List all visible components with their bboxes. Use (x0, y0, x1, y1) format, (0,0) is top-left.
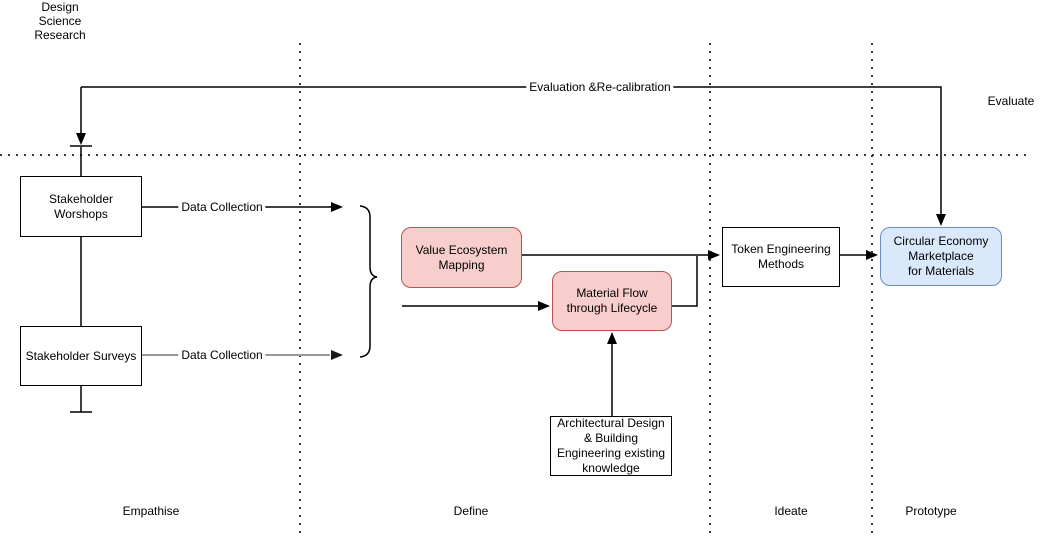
lane-label-ideate: Ideate (774, 504, 808, 518)
arrowhead-into-material-flow (538, 301, 550, 311)
diagram-title: Design Science Research (34, 0, 86, 42)
arrowhead-data-collection-surveys (331, 350, 343, 360)
arrowhead-into-material-flow-bottom (607, 332, 617, 344)
lane-label-define: Define (453, 504, 489, 518)
lane-label-empathise: Empathise (122, 504, 180, 518)
edge-evaluation-feedback (81, 86, 942, 220)
edge-label-data-collection-workshops: Data Collection (178, 200, 266, 214)
label-evaluate: Evaluate (987, 94, 1035, 108)
arrowhead-into-workshops (76, 133, 86, 145)
node-circular-economy-marketplace: Circular Economy Marketplace for Materia… (880, 227, 1002, 286)
node-stakeholder-surveys: Stakeholder Surveys (20, 326, 142, 386)
arrowhead-data-collection-workshops (331, 202, 343, 212)
edge-label-data-collection-surveys: Data Collection (178, 348, 266, 362)
arrowhead-into-marketplace-top (936, 214, 946, 226)
arrowhead-into-marketplace-left (866, 250, 878, 260)
edge-material-flow-junction (672, 256, 698, 307)
node-token-engineering: Token Engineering Methods (722, 227, 840, 287)
node-value-ecosystem-mapping: Value Ecosystem Mapping (401, 227, 522, 288)
lane-label-prototype: Prototype (905, 504, 957, 518)
node-stakeholder-workshops: Stakeholder Worshops (20, 176, 142, 237)
curly-brace (359, 205, 378, 358)
node-material-flow: Material Flow through Lifecycle (552, 271, 672, 331)
arrowhead-into-token (708, 250, 720, 260)
edge-label-evaluation-recalibration: Evaluation &Re-calibration (526, 80, 674, 94)
node-architectural-knowledge: Architectural Design & Building Engineer… (550, 416, 672, 476)
